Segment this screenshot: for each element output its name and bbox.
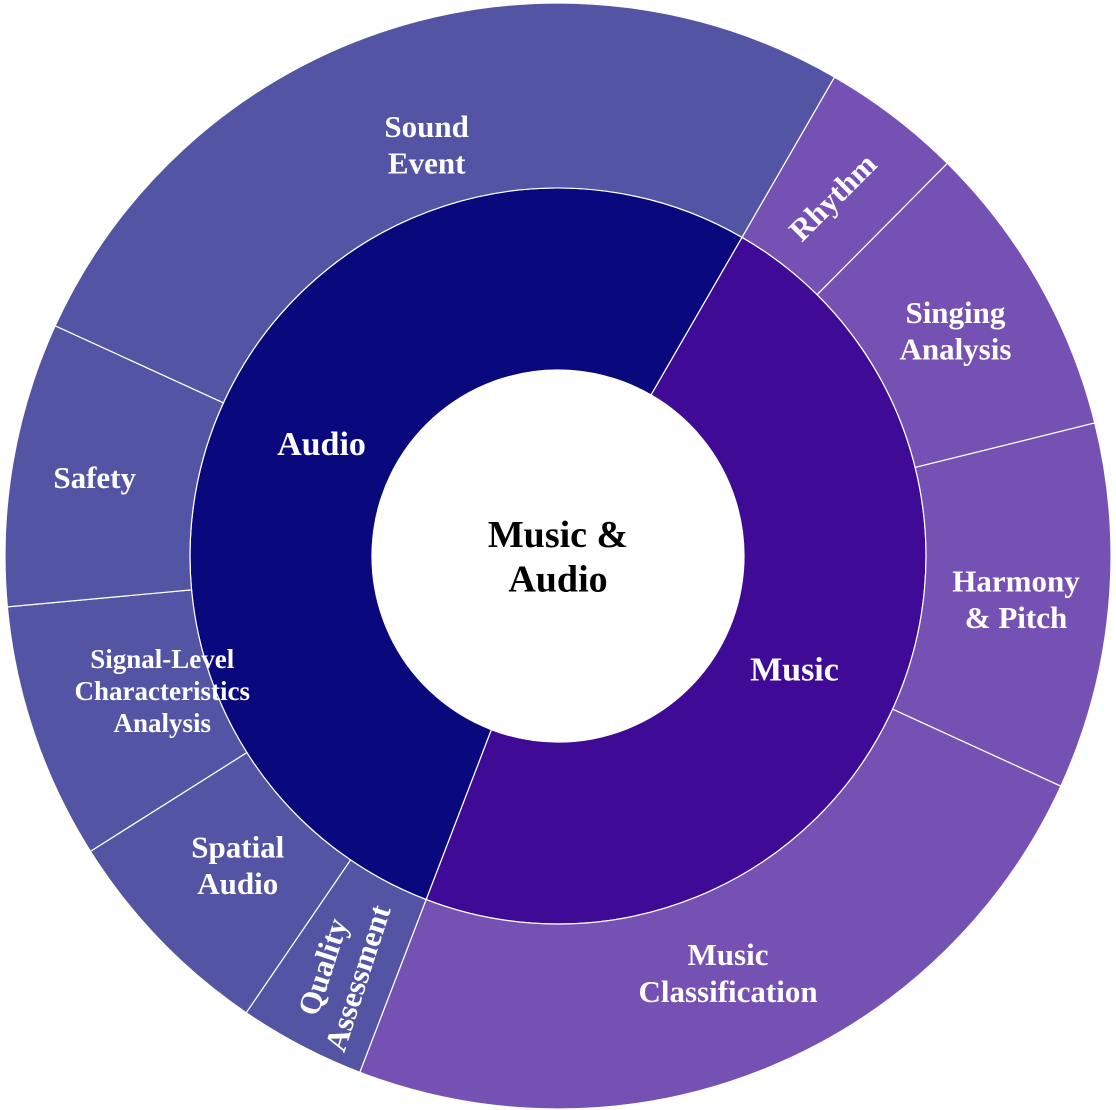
ring-outer-music-classification <box>359 708 1062 1110</box>
label-outer-safety: Safety <box>53 460 136 495</box>
center-circle <box>372 370 744 742</box>
label-inner-music: Music <box>750 652 839 689</box>
segments-layer <box>4 2 1112 1110</box>
label-outer-harmony-pitch: Harmony& Pitch <box>952 563 1080 635</box>
label-inner-audio: Audio <box>277 426 366 463</box>
ring-outer-sound-event <box>54 2 836 404</box>
label-center-root: Music &Audio <box>488 514 628 601</box>
